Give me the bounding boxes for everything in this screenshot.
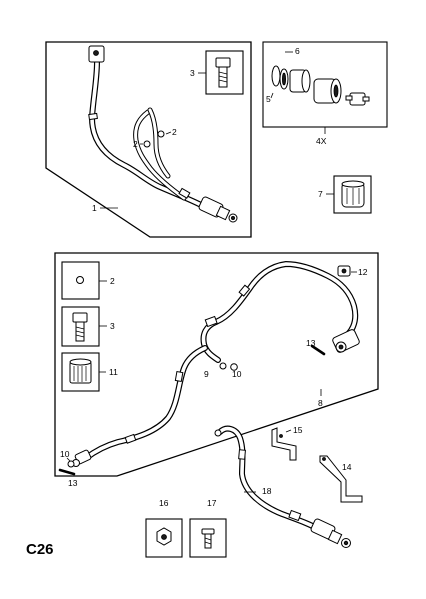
callout-13: 13 — [68, 478, 78, 488]
sleeve-icon — [341, 180, 365, 208]
seal-rings-icon — [271, 65, 370, 106]
hose-18-end-fitting — [310, 518, 351, 548]
callout-2: 2 — [133, 139, 138, 149]
filter-cylinder-icon — [69, 358, 92, 384]
callout-9: 9 — [204, 369, 209, 379]
callout-2: 2 — [172, 127, 177, 137]
nut-16-box: 16 — [145, 498, 183, 558]
callout-16: 16 — [159, 498, 169, 508]
assembly-1-panel: 1 2 2 — [45, 41, 252, 238]
screw-13-icon — [58, 468, 76, 476]
callout-18: 18 — [262, 486, 272, 496]
callout-1: 1 — [92, 203, 97, 213]
bolt-3-box: 3 — [190, 50, 244, 95]
hose-8-right-fitting — [332, 329, 360, 353]
bracket-14-icon: 14 — [319, 455, 363, 503]
o-ring-icon — [157, 130, 165, 138]
bolt-icon — [215, 57, 231, 88]
callout-14: 14 — [342, 462, 352, 472]
hose-8-tube — [83, 261, 359, 461]
o-ring-2-box: 2 — [61, 261, 115, 300]
clamp-12-icon — [337, 265, 351, 277]
bolt-icon — [201, 528, 215, 549]
callout-10: 10 — [60, 449, 70, 459]
callout-8: 8 — [318, 398, 323, 408]
callout-11: 11 — [109, 367, 118, 377]
assembly-8-panel: 12 13 9 10 10 13 8 — [54, 252, 379, 488]
filter-11-box: 11 — [61, 352, 118, 392]
bolt-icon — [72, 312, 88, 342]
o-ring-icon — [143, 140, 151, 148]
screw-13-icon — [310, 344, 326, 356]
o-ring-icon — [76, 276, 84, 284]
page-code: C26 — [26, 541, 54, 558]
bracket-15-icon: 15 — [271, 425, 303, 461]
callout-5: 5 — [266, 94, 271, 104]
callout-3: 3 — [190, 68, 195, 78]
o-ring-icon — [67, 460, 75, 468]
hose-1-end-fitting — [198, 196, 238, 223]
nut-icon — [156, 527, 172, 546]
bolt-3-mid-box: 3 — [61, 306, 115, 347]
hose-8-left-fitting — [72, 449, 92, 467]
hose-1-tube — [88, 59, 208, 210]
callout-4x: 4X — [316, 136, 327, 146]
callout-3: 3 — [110, 321, 115, 331]
callout-15: 15 — [293, 425, 303, 435]
callout-7: 7 — [318, 189, 323, 199]
seal-kit-4x-box: 6 5 4X — [262, 41, 388, 146]
callout-12: 12 — [358, 267, 368, 277]
hose-1-top-connector — [88, 45, 105, 63]
callout-17: 17 — [207, 498, 217, 508]
callout-13: 13 — [306, 338, 316, 348]
sleeve-7-box: 7 — [318, 175, 372, 214]
hose-18-tube — [214, 425, 323, 533]
bolt-17-box: 17 — [189, 498, 227, 558]
callout-6: 6 — [295, 46, 300, 56]
o-ring-icon — [219, 362, 227, 370]
o-ring-icon — [230, 363, 238, 371]
callout-2: 2 — [110, 276, 115, 286]
callout-10: 10 — [232, 369, 242, 379]
